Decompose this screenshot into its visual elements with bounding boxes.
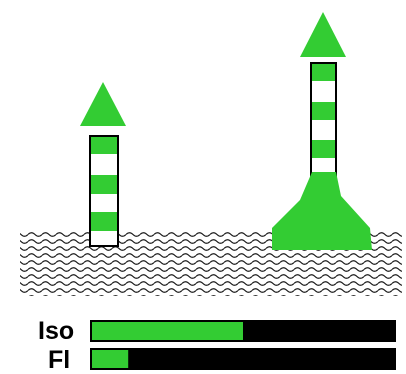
left-band-3 <box>91 212 117 231</box>
right-buoy-base <box>272 172 372 250</box>
right-topmark-triangle <box>300 12 346 57</box>
right-band-2 <box>312 102 335 120</box>
left-band-1 <box>91 137 117 154</box>
left-topmark-triangle <box>80 82 126 126</box>
iso-label: Iso <box>38 317 75 345</box>
right-band-3 <box>312 140 335 158</box>
right-band-1 <box>312 64 335 81</box>
iso-bar-light <box>92 322 243 340</box>
right-buoy <box>272 12 372 250</box>
left-buoy <box>80 82 126 247</box>
light-character-legend <box>90 320 396 370</box>
right-buoy-body <box>310 62 337 182</box>
fl-bar-light <box>92 350 129 368</box>
fl-label: Fl <box>48 346 71 374</box>
left-band-2 <box>91 175 117 194</box>
fl-bar-track <box>90 348 396 370</box>
